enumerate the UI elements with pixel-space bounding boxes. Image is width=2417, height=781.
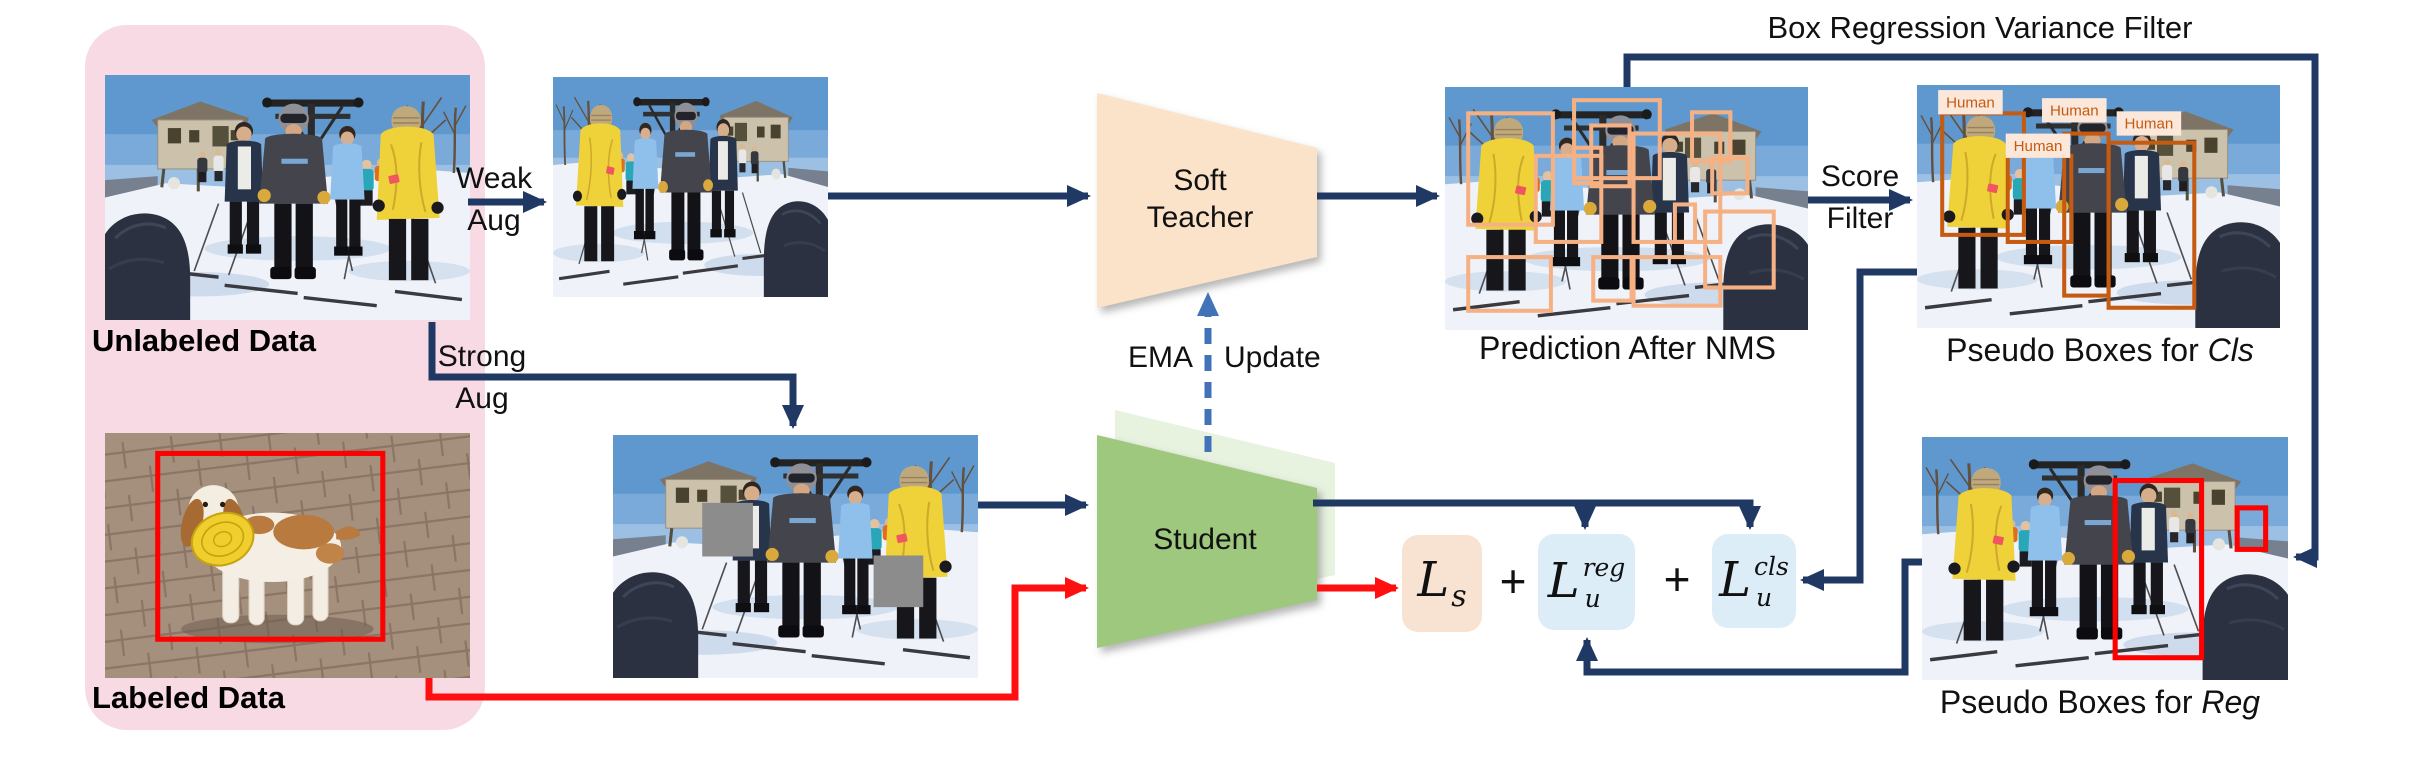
soft-teacher-block xyxy=(1097,93,1317,308)
svg-text:Human: Human xyxy=(1946,94,1995,111)
ground-truth-box xyxy=(155,450,386,642)
student-block xyxy=(1097,410,1335,648)
soft-teacher-label: Soft Teacher xyxy=(1146,164,1254,234)
labeled-data-image xyxy=(105,433,470,678)
cls-pseudo-labels: Human Human Human Human xyxy=(1938,90,2182,158)
arrow-variance-filter-to-reg xyxy=(1623,53,2319,568)
pseudo-boxes-reg-image xyxy=(1922,437,2288,680)
human-label: Human xyxy=(2042,98,2107,123)
weak-aug-label-line2: Aug xyxy=(467,204,521,237)
arrow-cls-to-loss xyxy=(1800,268,1917,591)
human-label: Human xyxy=(2005,133,2071,158)
arrow-labeled-to-student xyxy=(425,577,1089,701)
strong-aug-label-line2: Aug xyxy=(455,382,509,415)
score-filter-label-line1: Score xyxy=(1820,160,1900,193)
human-label: Human xyxy=(2116,111,2182,136)
ema-label: EMA xyxy=(1127,341,1193,374)
svg-text:Human: Human xyxy=(2050,102,2099,119)
pseudo-reg-caption: Pseudo Boxes for Reg xyxy=(1939,684,2261,720)
update-label: Update xyxy=(1224,341,1321,374)
pseudo-cls-caption: Pseudo Boxes for Cls xyxy=(1946,332,2254,368)
weak-aug-label-line1: Weak xyxy=(455,162,533,195)
plus-sign-1: + xyxy=(1499,555,1527,607)
nms-caption: Prediction After NMS xyxy=(1479,330,1776,366)
strong-aug-image xyxy=(613,435,978,678)
nms-prediction-boxes xyxy=(1466,98,1776,313)
labeled-data-label: Labeled Data xyxy=(92,680,285,715)
arrow-strong-aug xyxy=(428,322,804,429)
human-label: Human xyxy=(1938,90,2003,115)
reg-pseudo-boxes xyxy=(2112,478,2269,661)
svg-text:Human: Human xyxy=(2014,138,2063,155)
unlabeled-data-label: Unlabeled Data xyxy=(92,323,316,358)
cutout-patches xyxy=(702,502,924,608)
arrow-student-to-loss-cls xyxy=(1313,499,1761,530)
student-label: Student xyxy=(1153,522,1257,556)
pseudo-boxes-cls-image: Human Human Human Human xyxy=(1917,85,2280,328)
svg-text:Human: Human xyxy=(2125,116,2174,133)
prediction-nms-image xyxy=(1445,87,1808,330)
plus-sign-2: + xyxy=(1663,553,1691,605)
strong-aug-label-line1: Strong xyxy=(437,340,527,373)
arrow-reg-to-loss xyxy=(1576,558,1922,676)
variance-filter-label: Box Regression Variance Filter xyxy=(1767,10,2193,45)
score-filter-label-line2: Filter xyxy=(1826,202,1894,235)
